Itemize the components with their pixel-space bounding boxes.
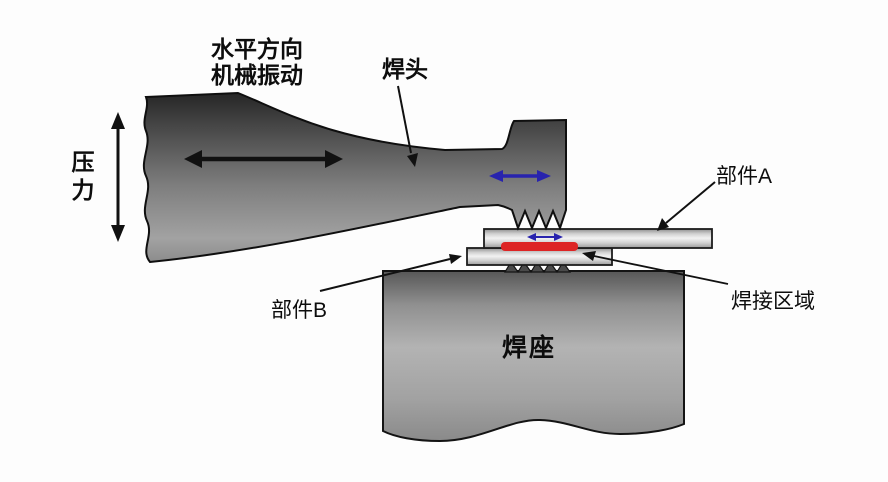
pressure-arrow-icon <box>111 112 125 242</box>
weld-zone-highlight <box>501 242 578 251</box>
vibration-label-line2: 机械振动 <box>211 62 303 88</box>
weld-zone-label: 焊接区域 <box>731 290 815 313</box>
part-b-leader-arrow <box>319 254 462 292</box>
part-b-label: 部件B <box>271 299 328 322</box>
anvil-block <box>382 270 685 443</box>
horn-label: 焊头 <box>382 56 428 82</box>
pressure-label: 压力 <box>71 149 95 203</box>
horn-vibration-arrow-icon <box>184 150 343 168</box>
part-a-label: 部件A <box>716 165 773 188</box>
tip-vibration-arrow-icon <box>489 170 551 182</box>
vibration-label-line1: 水平方向 <box>211 36 303 62</box>
horn-leader-arrow <box>397 85 418 167</box>
weld-zone-leader-arrow <box>582 251 729 285</box>
anvil-label: 焊座 <box>502 334 557 362</box>
plate-vibration-arrow-icon <box>527 233 563 241</box>
vibration-label: 水平方向 机械振动 <box>191 36 323 88</box>
part-a-leader-arrow <box>657 181 716 231</box>
horn-body <box>142 91 567 264</box>
